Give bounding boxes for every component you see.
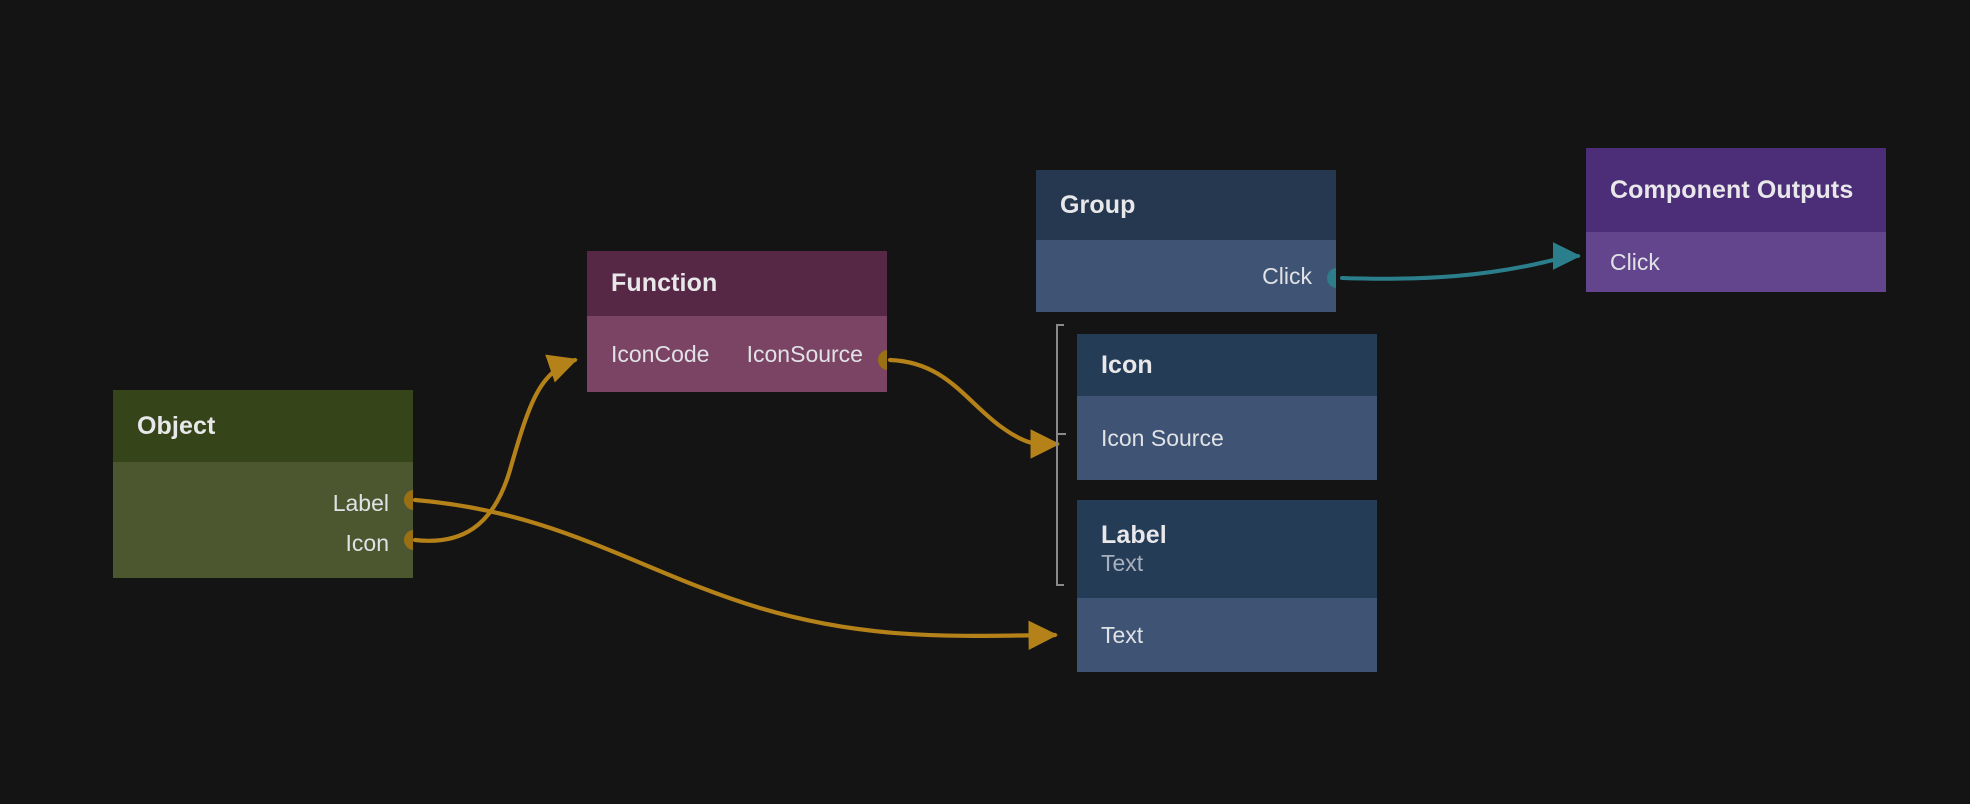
node-label-title: Label <box>1101 520 1167 549</box>
node-component-outputs[interactable]: Component Outputs Click <box>1586 148 1886 292</box>
edge-group-click-to-component-outputs-click <box>1340 242 1581 281</box>
port-row-object-icon[interactable]: Icon <box>137 523 389 563</box>
node-component-outputs-header[interactable]: Component Outputs <box>1586 148 1886 232</box>
port-label-component-outputs-click: Click <box>1610 248 1660 275</box>
node-label-subtitle: Text <box>1101 549 1144 576</box>
circle-port-icon-object-label[interactable] <box>404 490 413 510</box>
port-label-function-iconsource: IconSource <box>746 340 863 367</box>
port-label-label-text: Text <box>1101 621 1144 648</box>
port-row-component-outputs-click[interactable]: Click <box>1610 242 1862 282</box>
circle-port-icon-object-icon[interactable] <box>404 530 413 550</box>
node-component-outputs-title: Component Outputs <box>1610 175 1854 204</box>
node-label-header[interactable]: Label Text <box>1077 500 1377 598</box>
node-function[interactable]: Function IconCode IconSource <box>587 251 887 392</box>
node-group[interactable]: Group Click <box>1036 170 1336 312</box>
node-function-title: Function <box>611 269 718 298</box>
edge-object-label-to-label-text <box>412 497 1058 650</box>
port-row-object-label[interactable]: Label <box>137 483 389 523</box>
function-output-port[interactable] <box>875 251 887 392</box>
circle-port-icon-function-iconsource[interactable] <box>878 350 887 370</box>
node-group-body[interactable]: Click <box>1036 240 1336 312</box>
circle-port-icon-group-click[interactable] <box>1327 268 1336 288</box>
port-row-group-click[interactable]: Click <box>1060 256 1312 296</box>
node-icon-header[interactable]: Icon <box>1077 334 1377 396</box>
node-object-body[interactable]: Label Icon <box>113 462 413 578</box>
port-label-object-icon: Icon <box>345 529 389 556</box>
port-row-function-ports[interactable]: IconCode IconSource <box>611 334 863 374</box>
port-row-icon-source[interactable]: Icon Source <box>1101 418 1353 458</box>
node-label-body[interactable]: Text <box>1077 598 1377 672</box>
group-output-port[interactable] <box>1324 170 1336 312</box>
group-children-bracket <box>1056 324 1066 586</box>
node-object[interactable]: Object Label Icon <box>113 390 413 578</box>
node-function-body[interactable]: IconCode IconSource <box>587 316 887 392</box>
port-label-object-label: Label <box>332 489 389 516</box>
node-group-title: Group <box>1060 190 1136 219</box>
edge-object-icon-to-function-iconcode <box>412 354 578 543</box>
node-label[interactable]: Label Text Text <box>1077 500 1377 672</box>
port-row-label-text[interactable]: Text <box>1101 615 1353 655</box>
node-group-header[interactable]: Group <box>1036 170 1336 240</box>
object-output-ports[interactable] <box>401 390 413 578</box>
node-icon-title: Icon <box>1101 350 1153 379</box>
node-component-outputs-body[interactable]: Click <box>1586 232 1886 292</box>
node-object-header[interactable]: Object <box>113 390 413 462</box>
node-function-header[interactable]: Function <box>587 251 887 316</box>
port-label-function-iconcode: IconCode <box>611 340 710 367</box>
node-icon[interactable]: Icon Icon Source <box>1077 334 1377 480</box>
port-label-group-click: Click <box>1262 262 1312 289</box>
node-icon-body[interactable]: Icon Source <box>1077 396 1377 480</box>
node-object-title: Object <box>137 411 216 440</box>
edge-function-iconsource-to-icon-source <box>887 357 1060 459</box>
port-label-icon-source: Icon Source <box>1101 424 1224 451</box>
